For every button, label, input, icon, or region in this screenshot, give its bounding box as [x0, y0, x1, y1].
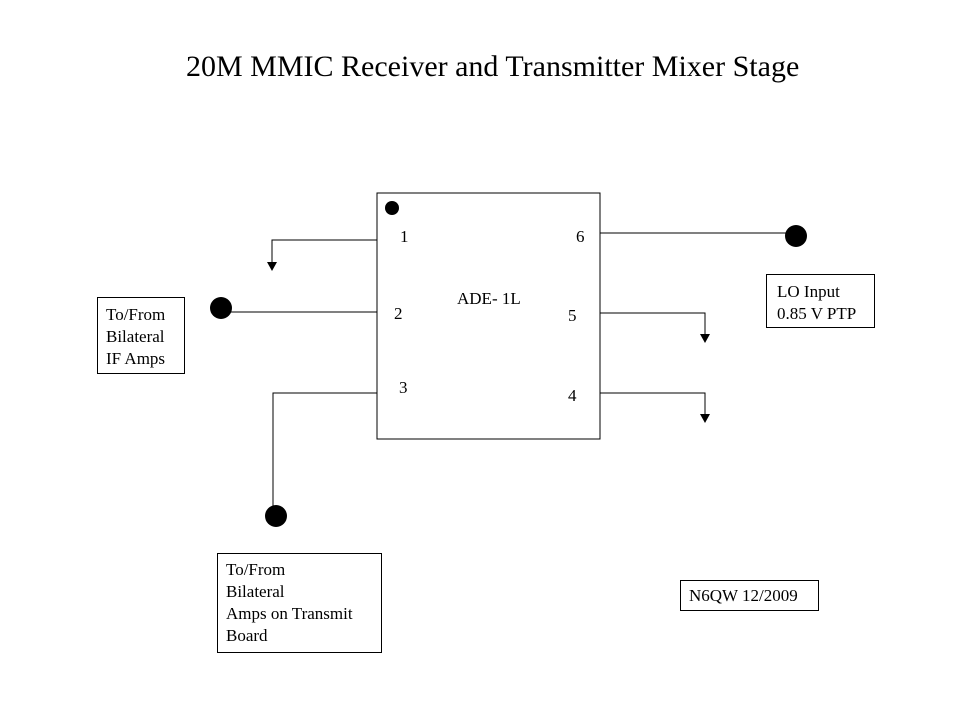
diagram-title: 20M MMIC Receiver and Transmitter Mixer … — [186, 50, 800, 83]
pin-label-4: 4 — [568, 386, 577, 405]
pin4-wire — [600, 392, 706, 414]
pin1-wire — [271, 239, 377, 262]
pin-label-6: 6 — [576, 227, 585, 246]
lo-input-line-1: LO Input — [777, 282, 840, 301]
ground-arrow-pin1 — [267, 262, 277, 271]
pin-label-1: 1 — [400, 227, 409, 246]
lo-input-terminal — [785, 225, 807, 247]
if-amps-line-1: To/From — [106, 305, 166, 324]
pin-label-2: 2 — [394, 304, 403, 323]
if-amps-terminal — [210, 297, 232, 319]
lo-input-label-box: LO Input 0.85 V PTP — [766, 274, 875, 328]
pin5-wire — [600, 312, 706, 334]
transmit-board-line-3: Amps on Transmit — [226, 604, 353, 623]
pin-label-3: 3 — [399, 378, 408, 397]
transmit-board-line-4: Board — [226, 626, 268, 645]
lo-input-line-2: 0.85 V PTP — [777, 304, 857, 323]
transmit-board-line-1: To/From — [226, 560, 286, 579]
ground-arrow-pin4 — [700, 414, 710, 423]
transmit-board-label-box: To/From Bilateral Amps on Transmit Board — [217, 553, 382, 653]
transmit-board-line-2: Bilateral — [226, 582, 285, 601]
credit-text: N6QW 12/2009 — [689, 586, 798, 605]
if-amps-label-box: To/From Bilateral IF Amps — [97, 297, 185, 374]
if-amps-line-3: IF Amps — [106, 349, 166, 368]
mixer-ic-body — [376, 192, 601, 440]
pin3-wire — [272, 392, 377, 510]
if-amps-line-2: Bilateral — [106, 327, 165, 346]
mixer-part-name: ADE- 1L — [457, 289, 521, 308]
pin1-indicator-dot — [385, 201, 399, 215]
pin-label-5: 5 — [568, 306, 577, 325]
transmit-board-terminal — [265, 505, 287, 527]
credit-label-box: N6QW 12/2009 — [680, 580, 819, 611]
ground-arrow-pin5 — [700, 334, 710, 343]
